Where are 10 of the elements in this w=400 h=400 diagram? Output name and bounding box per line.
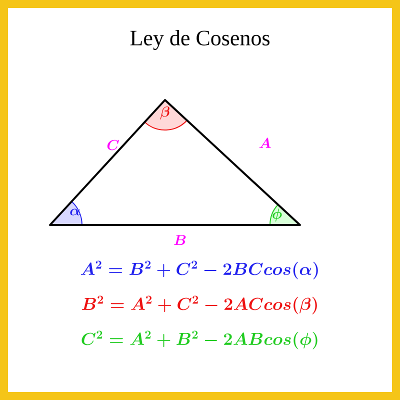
- angle-label: $\beta$: [160, 106, 170, 120]
- side-label: $B$: [174, 235, 186, 245]
- formula: $C^2 = A^2 + B^2 - 2ABcos(\phi)$: [82, 330, 318, 350]
- side-label: $A$: [259, 138, 271, 148]
- side-label: $C$: [107, 140, 119, 150]
- formula: $B^2 = A^2 + C^2 - 2ACcos(\beta)$: [82, 296, 317, 314]
- angle-label: $\alpha$: [70, 208, 80, 216]
- formula: $A^2 = B^2 + C^2 - 2BCcos(\alpha)$: [81, 260, 318, 280]
- title: Ley de Cosenos: [130, 30, 270, 50]
- angle-label: $\phi$: [272, 208, 282, 222]
